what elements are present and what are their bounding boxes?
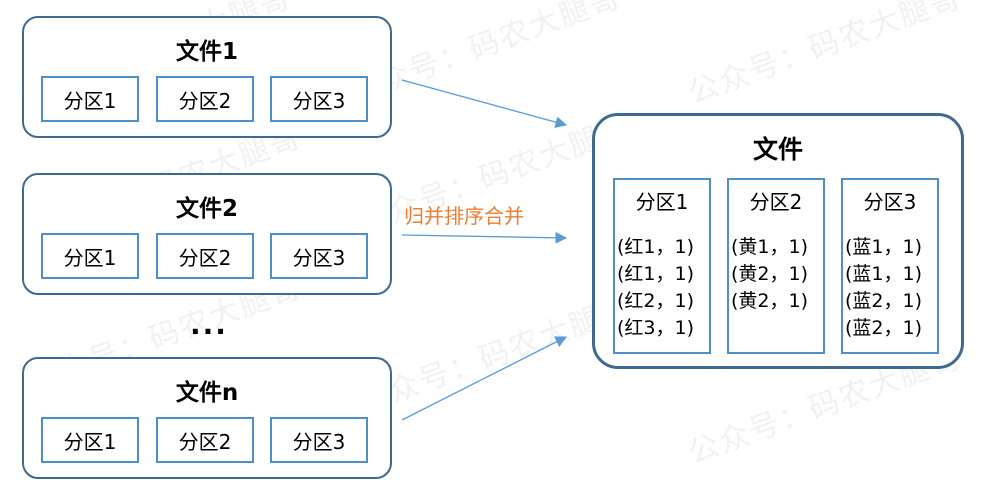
partition-box: 分区2 — [156, 76, 254, 122]
arrow-file2 — [401, 231, 568, 244]
partition-box: 分区3 — [270, 233, 368, 279]
partition-box: 分区2 — [156, 233, 254, 279]
partition-title: 分区3 — [863, 190, 917, 214]
file-title: 文件n — [175, 380, 239, 406]
record: (蓝2，1) — [845, 290, 923, 312]
partition-box: 分区1 — [41, 233, 139, 279]
record: (红2，1) — [617, 290, 695, 312]
record: (红1，1) — [617, 236, 695, 258]
record: (蓝1，1) — [845, 236, 923, 258]
partition-box: 分区1 — [41, 76, 139, 122]
partition-title: 分区2 — [749, 190, 803, 214]
file-title: 文件2 — [175, 196, 238, 222]
result-partition-3: 分区3 (蓝1，1) (蓝1，1) (蓝2，1) (蓝2，1) — [841, 178, 939, 354]
result-file-box: 文件 分区1 (红1，1) (红1，1) (红2，1) (红3，1) 分区2 (… — [592, 113, 964, 369]
file-title: 文件1 — [175, 39, 238, 65]
record: (黄2，1) — [731, 263, 809, 285]
result-partition-2: 分区2 (黄1，1) (黄2，1) (黄2，1) — [727, 178, 825, 354]
partition-box: 分区3 — [270, 417, 368, 463]
record: (蓝2，1) — [845, 317, 923, 339]
record: (黄2，1) — [731, 290, 809, 312]
partition-title: 分区1 — [635, 190, 689, 214]
partition-box: 分区2 — [156, 417, 254, 463]
record-list: (黄1，1) (黄2，1) (黄2，1) — [731, 234, 808, 315]
result-partition-1: 分区1 (红1，1) (红1，1) (红2，1) (红3，1) — [613, 178, 711, 354]
record: (蓝1，1) — [845, 263, 923, 285]
file-box-1: 文件1 分区1 分区2 分区3 — [22, 16, 392, 138]
file-box-2: 文件2 分区1 分区2 分区3 — [22, 173, 392, 295]
result-title: 文件 — [752, 135, 803, 164]
arrow-file1 — [401, 79, 568, 128]
record-list: (红1，1) (红1，1) (红2，1) (红3，1) — [617, 234, 694, 342]
merge-sort-label: 归并排序合并 — [404, 204, 524, 228]
record-list: (蓝1，1) (蓝1，1) (蓝2，1) (蓝2，1) — [845, 234, 922, 342]
file-box-n: 文件n 分区1 分区2 分区3 — [22, 357, 392, 479]
record: (红3，1) — [617, 317, 695, 339]
partition-box: 分区1 — [41, 417, 139, 463]
partition-box: 分区3 — [270, 76, 368, 122]
ellipsis: ... — [190, 308, 228, 341]
arrow-filen — [401, 336, 568, 421]
record: (红1，1) — [617, 263, 695, 285]
record: (黄1，1) — [731, 236, 809, 258]
